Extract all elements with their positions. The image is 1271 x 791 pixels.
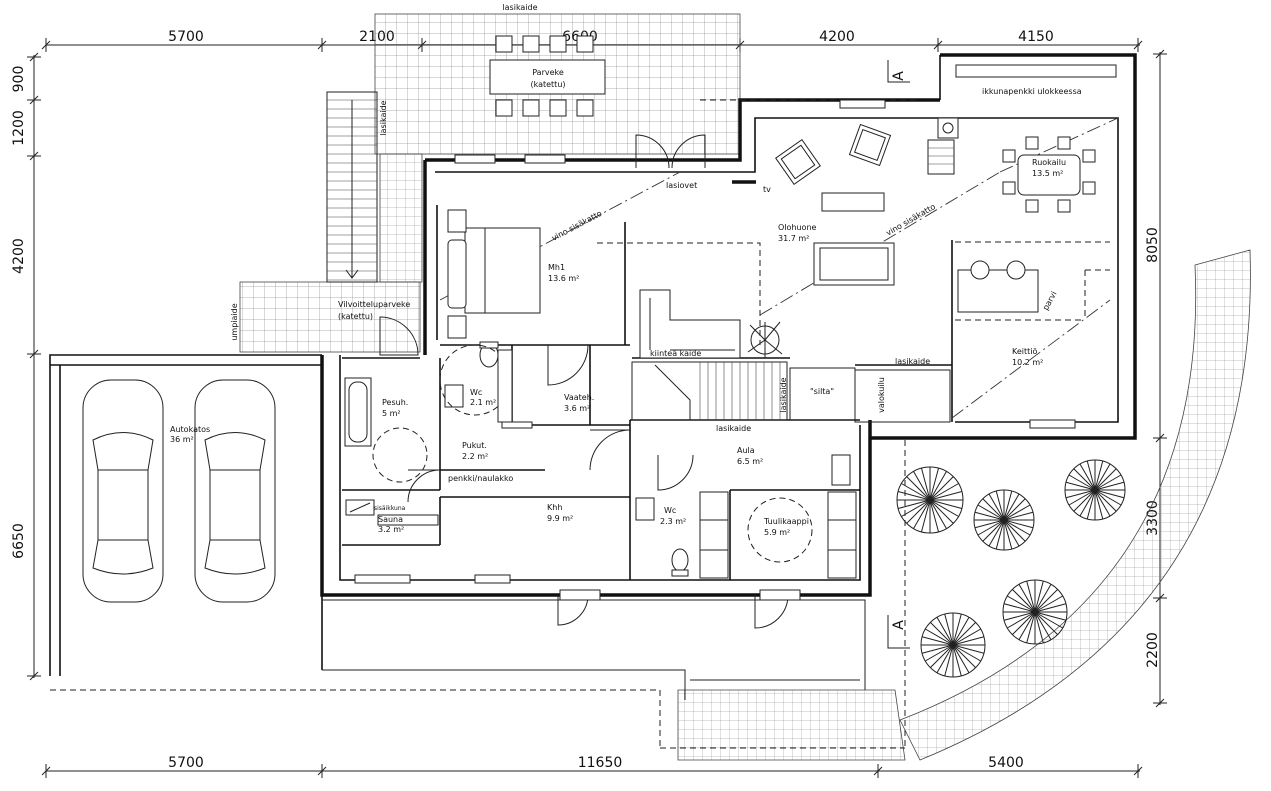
bathtub [344,377,372,447]
room-sauna-name: Sauna [378,515,403,524]
dim-bottom-1: 5700 [168,755,204,771]
room-wc1-area: 2.1 m² [470,398,496,407]
room-autokatos-name: Autokatos [170,425,210,434]
room-vilvoittelu-sub: (katettu) [338,312,373,321]
room-mh1-area: 13.6 m² [548,274,579,283]
doors [379,134,801,629]
bed [447,209,541,339]
room-mh1-name: Mh1 [548,263,565,272]
room-pukut-name: Pukut. [462,441,487,450]
room-vaateh-name: Vaateh. [564,393,594,402]
room-ruokailu-name: Ruokailu [1032,158,1066,167]
room-wc2-area: 2.3 m² [660,517,686,526]
room-parveke-name: Parveke [532,68,564,77]
dim-top-4: 4200 [819,29,855,45]
room-labels: Parveke (katettu) Mh1 13.6 m² Olohuone 3… [338,68,1066,537]
note-ikkunapenkki: ikkunapenkki ulokkeessa [982,87,1082,96]
dim-left-1: 900 [11,66,27,93]
tree-icon [920,612,986,678]
room-aula-area: 6.5 m² [737,457,763,466]
room-khh-area: 9.9 m² [547,514,573,523]
plant-icon [747,321,783,358]
interior-stair [631,361,951,423]
room-wc2-name: Wc [664,506,676,515]
note-umpiaide: umpiaide [230,303,239,340]
note-sisaikkuna: sisäikkuna [374,505,406,512]
room-tuulikaappi-name: Tuulikaappi [763,517,809,526]
dim-bottom-3: 5400 [988,755,1024,771]
note-vino-2: vino sisäkatto [884,202,937,238]
trees [896,459,1126,678]
car-left [82,379,164,603]
shelves [699,454,857,579]
living-room-furniture [639,123,895,359]
note-valokuilu: valokuilu [877,377,886,413]
tiled-areas [239,13,1251,761]
note-silta: "silta" [810,387,834,396]
room-pesuh-name: Pesuh. [382,398,408,407]
room-olohuone-area: 31.7 m² [778,234,809,243]
dim-left-4: 6650 [11,523,27,559]
dim-left-2: 1200 [11,110,27,146]
note-penkki: penkki/naulakko [448,474,513,483]
note-lasikaide-aula: lasikaide [716,424,751,433]
kitchen-island [957,260,1039,313]
room-sauna-area: 3.2 m² [378,525,404,534]
section-marker-top: A [887,60,910,83]
note-lasikaide-stair: lasikaide [379,100,388,135]
windows [354,64,1117,584]
outdoor-stair [326,91,378,283]
furniture [344,35,1096,579]
sauna-bench [345,499,439,526]
room-autokatos-area: 36 m² [170,435,194,444]
room-khh-name: Khh [547,503,562,512]
sink-icon [444,384,655,521]
room-pukut-area: 2.2 m² [462,452,488,461]
room-wc1-name: Wc [470,388,482,397]
carport: Autokatos 36 m² [49,354,660,691]
note-tv: tv [763,185,771,194]
dim-top-1: 5700 [168,29,204,45]
room-tuulikaappi-area: 5.9 m² [764,528,790,537]
room-vilvoittelu-name: Vilvoitteluparveke [338,300,410,309]
room-ruokailu-area: 13.5 m² [1032,169,1063,178]
room-parveke-sub: (katettu) [530,80,565,89]
note-vino-1: vino sisäkatto [550,209,603,243]
note-kiintea-kaide: kiinteä kaide [650,349,701,358]
balcony-table [489,35,606,117]
dim-right-3: 2200 [1145,632,1161,668]
room-olohuone-name: Olohuone [778,223,817,232]
note-lasikaide-silta: lasikaide [779,377,788,412]
toilet-2-icon [671,548,689,577]
note-lasikaide-right: lasikaide [895,357,930,366]
tree-icon [1002,579,1068,645]
tree-icon [973,489,1035,551]
dim-left-3: 4200 [11,238,27,274]
room-pesuh-area: 5 m² [382,409,401,418]
room-keittio-area: 10.2 m² [1012,358,1043,367]
dashed-lines [597,99,1110,749]
note-parvi: parvi [1041,290,1058,312]
dining-table [1002,136,1096,213]
car-right [194,379,276,603]
section-a-top-label: A [891,71,907,81]
fireplace-icon [927,117,959,175]
dim-bottom-2: 11650 [578,755,623,771]
section-marker-bottom: A [887,615,910,649]
tree-icon [896,466,964,534]
tree-icon [1064,459,1126,521]
note-lasikaide-top: lasikaide [502,3,537,12]
room-keittio-name: Keittiö [1012,347,1037,356]
room-vaateh-area: 3.6 m² [564,404,590,413]
room-aula-name: Aula [737,446,755,455]
note-lasiovet: lasiovet [666,181,697,190]
dim-top-5: 4150 [1018,29,1054,45]
section-a-bottom-label: A [891,620,907,630]
dim-right-1: 8050 [1145,227,1161,263]
